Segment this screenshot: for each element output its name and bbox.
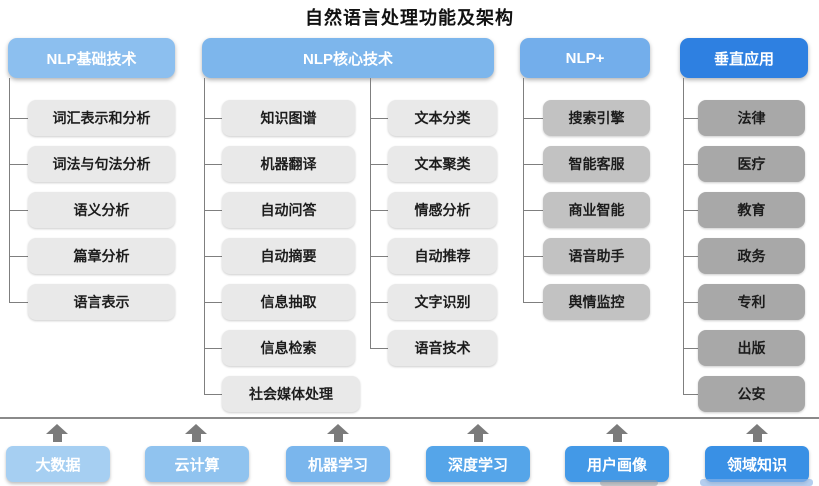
connector-line: [9, 210, 28, 211]
tree-node: 文字识别: [388, 284, 497, 320]
tree-node: 专利: [698, 284, 805, 320]
connector-line: [204, 164, 222, 165]
connector-line: [9, 118, 28, 119]
connector-line: [9, 256, 28, 257]
tree-node: 语音技术: [388, 330, 497, 366]
tree-node: 词法与句法分析: [28, 146, 175, 182]
connector-line: [204, 78, 205, 394]
tree-node: 语音助手: [543, 238, 650, 274]
up-arrow-icon: [467, 424, 489, 442]
connector-line: [370, 302, 388, 303]
watermark-fragment: [700, 479, 813, 486]
up-arrow-icon: [46, 424, 68, 442]
connector-line: [523, 210, 543, 211]
connector-line: [370, 118, 388, 119]
connector-line: [523, 164, 543, 165]
connector-line: [683, 394, 698, 395]
connector-line: [9, 164, 28, 165]
foundation-box: 深度学习: [426, 446, 530, 482]
connector-line: [683, 256, 698, 257]
connector-line: [683, 78, 684, 394]
tree-node: 自动摘要: [222, 238, 355, 274]
connector-line: [9, 78, 10, 302]
tree-node: 出版: [698, 330, 805, 366]
connector-line: [523, 118, 543, 119]
connector-line: [523, 256, 543, 257]
tree-node: 机器翻译: [222, 146, 355, 182]
tree-node: 公安: [698, 376, 805, 412]
connector-line: [204, 302, 222, 303]
tree-node: 政务: [698, 238, 805, 274]
up-arrow-icon: [185, 424, 207, 442]
connector-line: [683, 118, 698, 119]
connector-line: [204, 210, 222, 211]
connector-line: [204, 256, 222, 257]
connector-line: [370, 78, 371, 348]
tree-node: 文本聚类: [388, 146, 497, 182]
tree-node: 社会媒体处理: [222, 376, 360, 412]
tree-node: 语义分析: [28, 192, 175, 228]
watermark-fragment: [600, 480, 658, 486]
tree-node: 教育: [698, 192, 805, 228]
tree-node: 信息检索: [222, 330, 355, 366]
tree-node: 信息抽取: [222, 284, 355, 320]
connector-line: [204, 394, 222, 395]
tree-node: 语言表示: [28, 284, 175, 320]
tree-node: 智能客服: [543, 146, 650, 182]
up-arrow-icon: [327, 424, 349, 442]
tree-node: 词汇表示和分析: [28, 100, 175, 136]
foundation-box: 云计算: [145, 446, 249, 482]
foundation-box: 大数据: [6, 446, 110, 482]
tree-node: 文本分类: [388, 100, 497, 136]
connector-line: [370, 164, 388, 165]
tree-node: 搜索引擎: [543, 100, 650, 136]
foundation-box: 领域知识: [705, 446, 809, 482]
connector-line: [683, 348, 698, 349]
connector-line: [683, 302, 698, 303]
connector-line: [370, 256, 388, 257]
tree-node: 知识图谱: [222, 100, 355, 136]
tree-node: 自动问答: [222, 192, 355, 228]
connector-line: [204, 348, 222, 349]
tree-node: 自动推荐: [388, 238, 497, 274]
connector-line: [370, 210, 388, 211]
tree-node: 舆情监控: [543, 284, 650, 320]
tree-node: 商业智能: [543, 192, 650, 228]
connector-line: [683, 210, 698, 211]
tree-node: 情感分析: [388, 192, 497, 228]
connector-line: [9, 302, 28, 303]
foundation-box: 机器学习: [286, 446, 390, 482]
connector-line: [523, 302, 543, 303]
diagram-title: 自然语言处理功能及架构: [305, 8, 514, 28]
tree-node: 篇章分析: [28, 238, 175, 274]
up-arrow-icon: [606, 424, 628, 442]
column-header-vertical-app: 垂直应用: [680, 38, 808, 78]
connector-line: [204, 118, 222, 119]
connector-line: [523, 78, 524, 302]
tree-node: 法律: [698, 100, 805, 136]
column-header-nlp-core: NLP核心技术: [202, 38, 494, 78]
connector-line: [683, 164, 698, 165]
separator-line: [0, 417, 819, 419]
tree-node: 医疗: [698, 146, 805, 182]
connector-line: [370, 348, 388, 349]
foundation-box: 用户画像: [565, 446, 669, 482]
column-header-nlp-plus: NLP+: [520, 38, 650, 78]
up-arrow-icon: [746, 424, 768, 442]
column-header-nlp-basic: NLP基础技术: [8, 38, 175, 78]
